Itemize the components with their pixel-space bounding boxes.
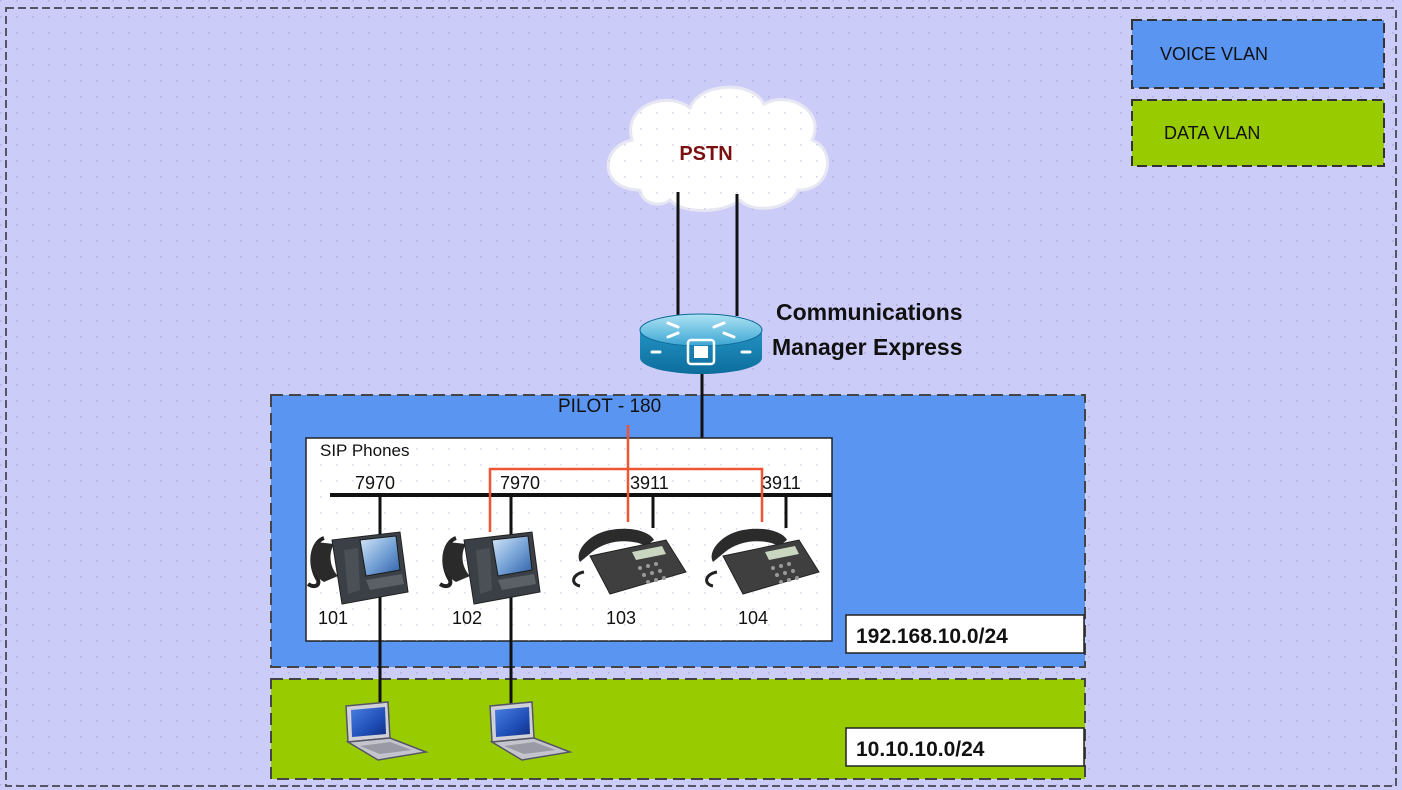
- legend-voice-label: VOICE VLAN: [1160, 44, 1268, 64]
- sip-phones-title: SIP Phones: [320, 441, 409, 460]
- data-subnet-box: [845, 727, 1085, 767]
- voice-subnet-label: 192.168.10.0/24: [856, 625, 1008, 648]
- phone-extension-label: 101: [318, 608, 348, 628]
- laptop-icon: [489, 701, 573, 761]
- voice-subnet-box: [845, 614, 1085, 654]
- legend-data-swatch: [1131, 99, 1385, 167]
- phone-model-label: 3911: [630, 473, 669, 493]
- ip-phone-7970-icon: [306, 531, 409, 605]
- laptop-icon: [345, 701, 429, 761]
- ip-phone-7970-icon: [438, 531, 541, 605]
- ip-phone-3911-icon: [572, 528, 687, 595]
- pstn-label: PSTN: [679, 143, 732, 165]
- pilot-hunt-links: [488, 425, 764, 532]
- pstn-cloud: PSTN: [606, 85, 829, 212]
- legend: VOICE VLAN DATA VLAN: [1131, 19, 1385, 167]
- canvas-border: [5, 7, 1397, 787]
- phone-model-label: 3911: [762, 473, 801, 493]
- router-label-line-1: Communications: [776, 299, 963, 325]
- phone-extension-label: 102: [452, 608, 482, 628]
- legend-voice-swatch: [1131, 19, 1385, 89]
- data-subnet-label: 10.10.10.0/24: [856, 738, 985, 761]
- phone-model-label: 7970: [355, 473, 395, 493]
- phone-extension-label: 104: [738, 608, 768, 628]
- phone-model-label: 7970: [500, 473, 540, 493]
- router-icon: [639, 313, 763, 374]
- pilot-label: PILOT - 180: [558, 396, 661, 417]
- phone-extension-label: 103: [606, 608, 636, 628]
- phone-drop-lines: [378, 495, 788, 535]
- router-label-line-2: Manager Express: [772, 334, 962, 360]
- legend-data-label: DATA VLAN: [1164, 123, 1260, 143]
- ip-phone-3911-icon: [705, 528, 820, 595]
